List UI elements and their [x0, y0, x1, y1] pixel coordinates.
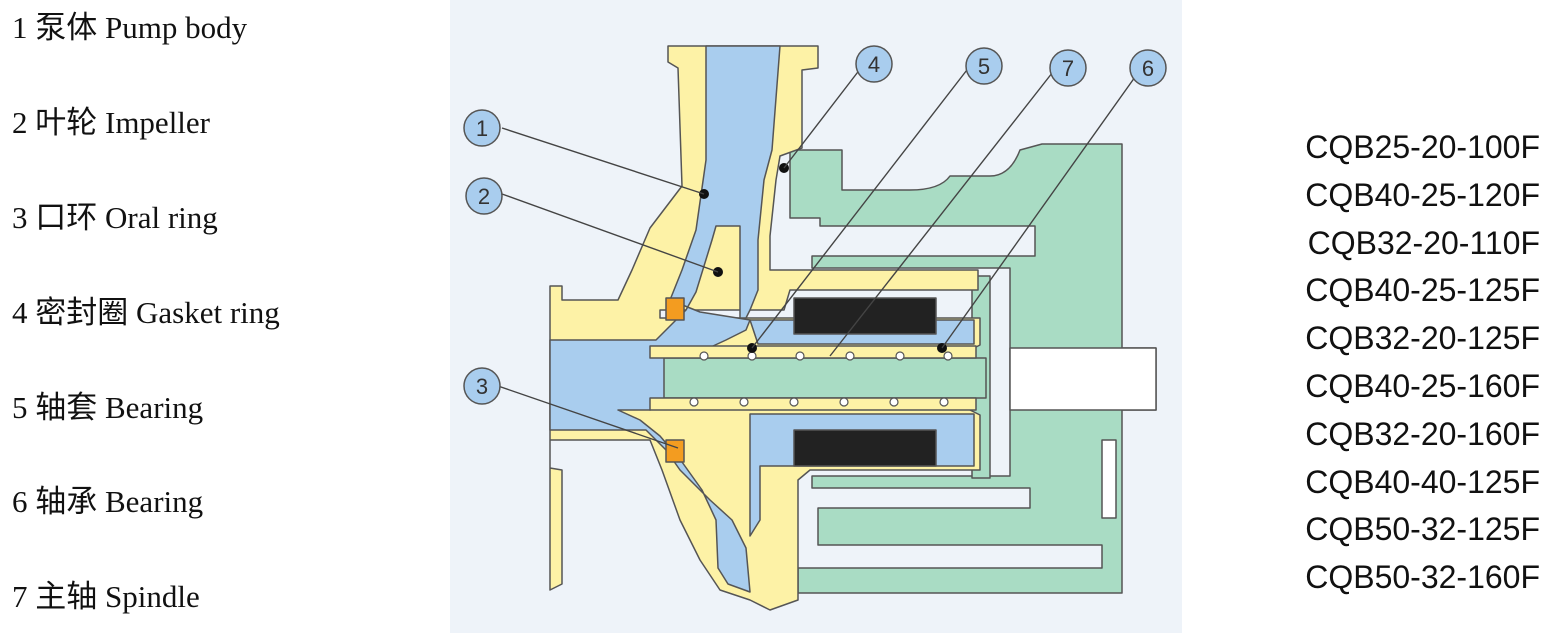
parts-legend: 1 泵体 Pump body 2 叶轮 Impeller 3 口环 Oral r…	[12, 0, 442, 633]
svg-text:2: 2	[478, 184, 490, 209]
inner-magnet-lower	[793, 429, 937, 467]
svg-text:4: 4	[868, 52, 880, 77]
svg-text:6: 6	[1142, 56, 1154, 81]
model-item: CQB32-20-125F	[1305, 320, 1540, 357]
model-item: CQB50-32-160F	[1305, 559, 1540, 596]
callout-2: 2	[465, 177, 503, 215]
callout-4: 4	[855, 45, 893, 83]
svg-text:1: 1	[476, 116, 488, 141]
model-item: CQB40-40-125F	[1305, 463, 1540, 500]
model-item: CQB40-25-160F	[1305, 367, 1540, 404]
model-list: CQB25-20-100F CQB40-25-120F CQB32-20-110…	[1258, 124, 1540, 602]
legend-item-spindle: 7 主轴 Spindle	[12, 579, 200, 614]
svg-text:5: 5	[978, 54, 990, 79]
svg-text:3: 3	[476, 374, 488, 399]
oral-ring-upper	[665, 297, 685, 321]
bracket-bar-upper	[1101, 439, 1117, 519]
callout-6: 6	[1129, 49, 1167, 87]
legend-item-bearing-sleeve: 5 轴套 Bearing	[12, 390, 204, 425]
legend-item-impeller: 2 叶轮 Impeller	[12, 105, 211, 140]
inner-magnet-upper	[793, 297, 937, 335]
model-item: CQB32-20-160F	[1305, 415, 1540, 452]
svg-text:7: 7	[1062, 56, 1074, 81]
callout-5: 5	[965, 47, 1003, 85]
spindle	[663, 357, 987, 399]
bearing-balls	[689, 351, 953, 407]
legend-item-gasket-ring: 4 密封圈 Gasket ring	[12, 295, 280, 330]
bearing-sleeve-lower	[649, 397, 977, 411]
motor-shaft	[1009, 347, 1157, 411]
leader-lines	[497, 63, 1141, 449]
pump-cross-section-diagram: 1 2 3 4 5 7 6	[463, 45, 1167, 611]
rear-housing	[789, 143, 1157, 594]
callout-7: 7	[1049, 49, 1087, 87]
fluid-passage	[549, 45, 781, 593]
model-item: CQB40-25-120F	[1305, 176, 1540, 213]
callout-1: 1	[463, 109, 501, 147]
legend-item-oral-ring: 3 口环 Oral ring	[12, 200, 218, 235]
model-item: CQB25-20-100F	[1305, 129, 1540, 165]
oral-ring-lower	[665, 439, 685, 463]
legend-item-pump-body: 1 泵体 Pump body	[12, 10, 248, 45]
bearing-sleeve-upper	[649, 345, 977, 359]
callout-3: 3	[463, 367, 501, 405]
model-item: CQB40-25-125F	[1305, 272, 1540, 309]
legend-item-bearing: 6 轴承 Bearing	[12, 484, 204, 519]
model-item: CQB50-32-125F	[1305, 511, 1540, 548]
model-item: CQB32-20-110F	[1307, 224, 1540, 261]
